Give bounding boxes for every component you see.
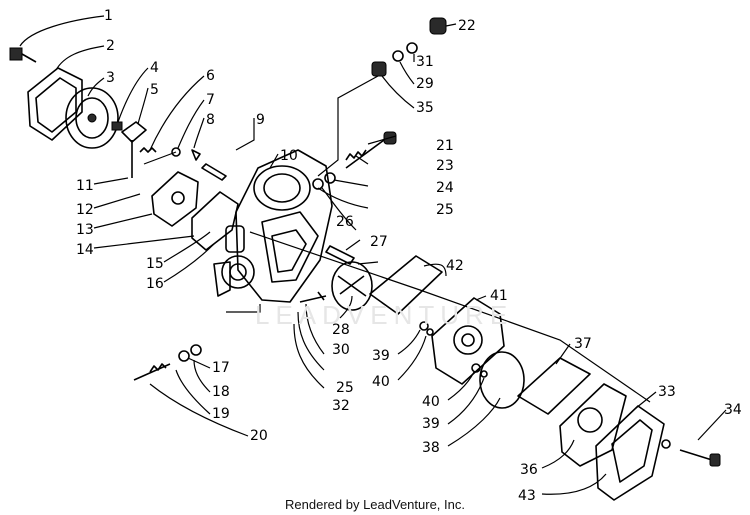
callout-11: 11	[76, 178, 94, 194]
callout-40-upper: 40	[372, 374, 390, 390]
part-29	[392, 50, 404, 62]
part-cover-2	[27, 67, 83, 141]
part-diaphragm-3	[65, 87, 119, 149]
callout-14: 14	[76, 242, 94, 258]
assembly-line-35	[317, 75, 379, 177]
callout-9: 9	[256, 112, 265, 128]
callout-34: 34	[724, 402, 742, 418]
part-7	[171, 147, 181, 157]
callout-30: 30	[332, 342, 350, 358]
callout-26: 26	[336, 214, 354, 230]
callout-42: 42	[446, 258, 464, 274]
callout-15: 15	[146, 256, 164, 272]
callout-6: 6	[206, 68, 215, 84]
part-oring-39a	[419, 321, 429, 331]
part-screw-21	[312, 131, 397, 190]
callout-2: 2	[106, 38, 115, 54]
callout-12: 12	[76, 202, 94, 218]
part-jet	[201, 163, 227, 181]
callout-3: 3	[106, 70, 115, 86]
part-carburetor-body-9	[225, 149, 333, 303]
callout-33: 33	[658, 384, 676, 400]
part-linkage-16	[213, 255, 255, 297]
part-screw-1	[9, 47, 37, 63]
callout-13: 13	[76, 222, 94, 238]
callout-1: 1	[104, 8, 113, 24]
callout-37: 37	[574, 336, 592, 352]
callout-36: 36	[520, 462, 538, 478]
callout-24: 24	[436, 180, 454, 196]
part-gasket-42	[369, 255, 443, 315]
part-spring-6	[139, 147, 157, 153]
footer-credit: Rendered by LeadVenture, Inc.	[285, 497, 465, 512]
part-gasket-14	[191, 191, 239, 251]
callout-35: 35	[416, 100, 434, 116]
callout-38: 38	[422, 440, 440, 456]
callout-19: 19	[212, 406, 230, 422]
part-lever-5	[121, 121, 147, 178]
watermark: LEADVENTURE	[255, 300, 514, 330]
part-22	[429, 17, 447, 35]
callout-18: 18	[212, 384, 230, 400]
callout-17: 17	[212, 360, 230, 376]
callout-10: 10	[280, 148, 298, 164]
callout-8: 8	[206, 112, 215, 128]
callout-39-lower: 39	[422, 416, 440, 432]
part-screw-4	[111, 121, 123, 131]
part-pump-body-41	[431, 297, 505, 385]
callout-39-upper: 39	[372, 348, 390, 364]
callout-32: 32	[332, 398, 350, 414]
exploded-view-drawing: 1 2 3 4 5 6 7 8 9 10 11 12 13 14 15 16 1…	[9, 8, 742, 504]
part-oring-40b	[471, 363, 481, 373]
callout-21: 21	[436, 138, 454, 154]
part-cover-36	[559, 383, 627, 467]
callout-22: 22	[458, 18, 476, 34]
part-screw-34	[661, 439, 721, 467]
callout-25-upper: 25	[436, 202, 454, 218]
part-diaphragm-38	[479, 351, 525, 409]
callout-43: 43	[518, 488, 536, 504]
callout-28: 28	[332, 322, 350, 338]
callout-41: 41	[490, 288, 508, 304]
leader-lines	[19, 15, 727, 495]
callout-31: 31	[416, 54, 434, 70]
part-35	[371, 61, 387, 77]
callout-16: 16	[146, 276, 164, 292]
callout-27: 27	[370, 234, 388, 250]
part-gasket-37	[517, 357, 591, 415]
part-screw-27	[325, 245, 355, 265]
part-8	[191, 149, 201, 161]
assembly-axis	[249, 231, 651, 403]
callout-29: 29	[416, 76, 434, 92]
part-screw-20	[133, 344, 202, 381]
callout-4: 4	[150, 60, 159, 76]
callout-7: 7	[206, 92, 215, 108]
callout-23: 23	[436, 158, 454, 174]
part-needle-30	[299, 291, 327, 303]
part-31	[406, 42, 418, 54]
callout-40-lower: 40	[422, 394, 440, 410]
part-oring-40a	[426, 328, 434, 336]
callout-25-lower: 25	[336, 380, 354, 396]
part-plate-13	[151, 171, 199, 227]
callout-20: 20	[250, 428, 268, 444]
callout-5: 5	[150, 82, 159, 98]
part-oring-39b	[480, 370, 488, 378]
